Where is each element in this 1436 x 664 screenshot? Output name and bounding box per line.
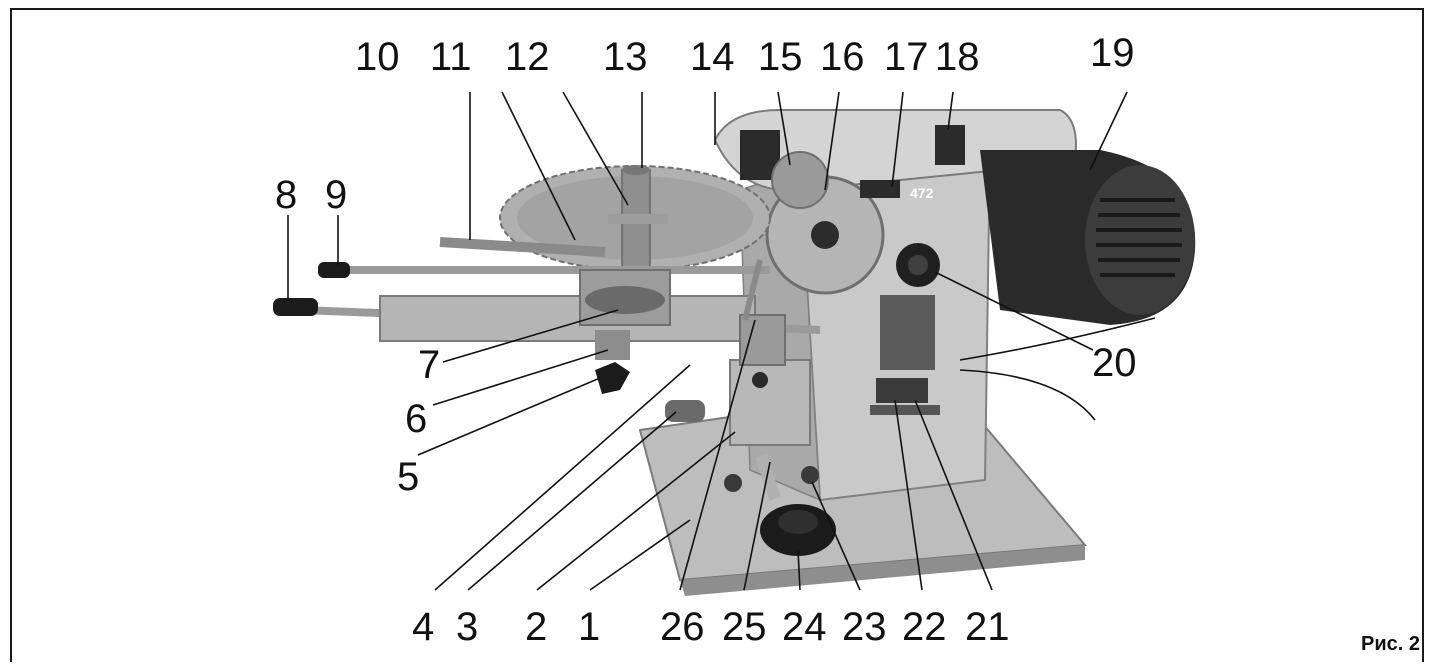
- callout-22: 22: [902, 605, 947, 649]
- callout-26: 26: [660, 605, 705, 649]
- adjust-knob: [896, 243, 940, 287]
- clamps: [595, 259, 836, 556]
- callout-6: 6: [405, 397, 427, 441]
- callout-25: 25: [722, 605, 767, 649]
- callout-15: 15: [758, 35, 803, 79]
- callout-24: 24: [782, 605, 827, 649]
- callout-21: 21: [965, 605, 1010, 649]
- callout-5: 5: [397, 455, 419, 499]
- leader-lines: [287, 91, 1128, 591]
- knob-18: [935, 125, 965, 165]
- figure-caption: Рис. 2: [1361, 633, 1420, 655]
- callout-10: 10: [355, 35, 400, 79]
- label-plate: [880, 295, 935, 370]
- model-badge: 472: [910, 185, 934, 201]
- callout-17: 17: [884, 35, 929, 79]
- power-switch: [876, 378, 928, 403]
- callout-18: 18: [935, 35, 980, 79]
- knob-4: [665, 400, 705, 422]
- callout-13: 13: [603, 35, 648, 79]
- handle-9: [318, 262, 350, 278]
- callouts-right: 20: [1092, 341, 1137, 385]
- handle-8: [273, 298, 318, 316]
- rods-and-handles: [273, 237, 821, 360]
- callouts-bottom: 4 3 2 1 26 25 24 23 22 21: [412, 605, 1010, 649]
- callouts-left: 8 9 7 6 5: [275, 173, 440, 499]
- callout-12: 12: [505, 35, 550, 79]
- callout-1: 1: [578, 605, 600, 649]
- callout-19: 19: [1090, 31, 1135, 75]
- callout-2: 2: [525, 605, 547, 649]
- callout-20: 20: [1092, 341, 1137, 385]
- grinding-wheel: 472: [765, 151, 934, 295]
- knob-24: [760, 504, 836, 556]
- callout-11: 11: [430, 35, 472, 79]
- callouts-top: 10 11 12 13 14 15 16 17 18 19: [355, 31, 1135, 79]
- knob-5: [595, 362, 630, 394]
- callout-9: 9: [325, 173, 347, 217]
- callout-16: 16: [820, 35, 865, 79]
- figure-frame: [10, 8, 1424, 662]
- callout-3: 3: [456, 605, 478, 649]
- callout-23: 23: [842, 605, 887, 649]
- callout-8: 8: [275, 173, 297, 217]
- callout-4: 4: [412, 605, 434, 649]
- motor: [959, 150, 1196, 421]
- callout-7: 7: [418, 343, 440, 387]
- callout-14: 14: [690, 35, 735, 79]
- saw-blade: [499, 165, 771, 281]
